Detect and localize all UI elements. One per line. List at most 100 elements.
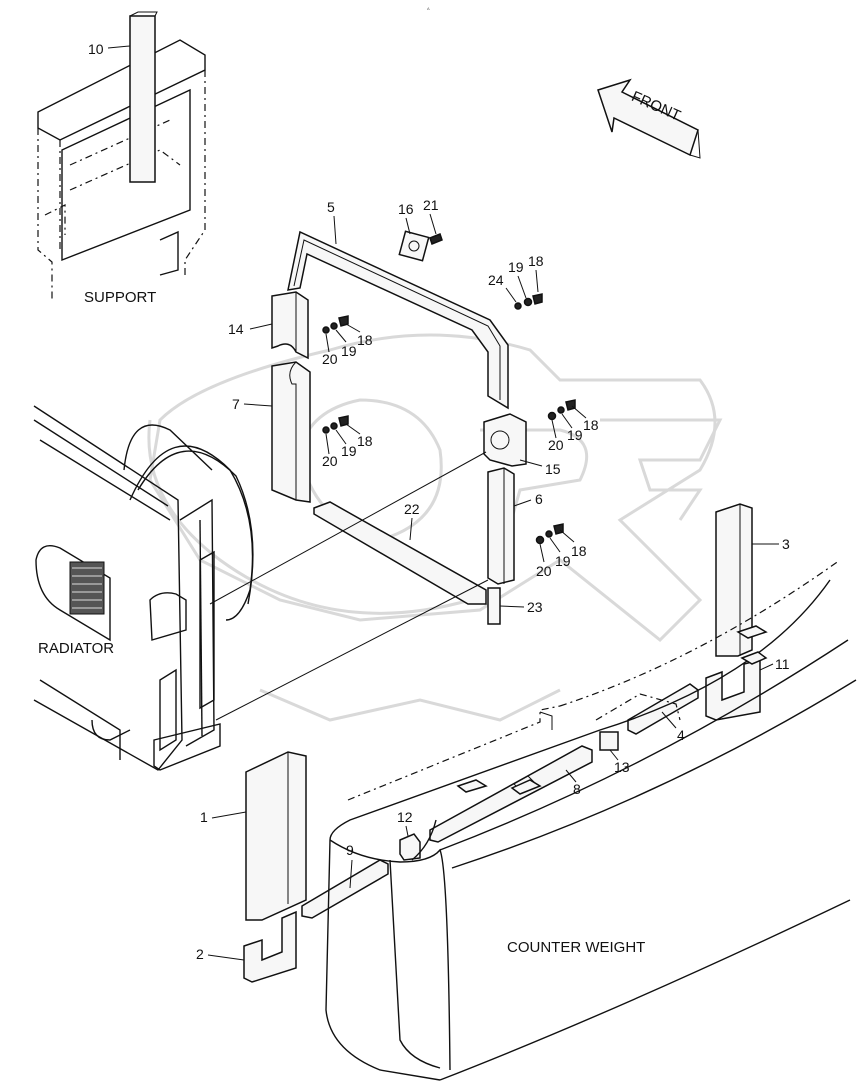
leader-4 bbox=[661, 711, 677, 729]
part-number-21: 21 bbox=[423, 197, 439, 213]
part-13-block bbox=[599, 731, 619, 751]
leader-12 bbox=[405, 825, 409, 837]
leader-18-a bbox=[535, 269, 539, 293]
part-9-strip bbox=[301, 859, 389, 919]
part-number-7: 7 bbox=[232, 396, 240, 412]
part-number-5: 5 bbox=[327, 199, 335, 215]
part-number-19-b: 19 bbox=[341, 343, 357, 359]
part-19-washer-e bbox=[545, 530, 553, 538]
part-18-bolt-b bbox=[338, 415, 349, 427]
part-19-washer-d bbox=[557, 406, 565, 414]
support-assembly bbox=[37, 11, 206, 300]
part-10-bar bbox=[129, 15, 156, 183]
part-4-strip bbox=[595, 683, 699, 735]
leader-19-e bbox=[549, 537, 561, 553]
support-label: SUPPORT bbox=[84, 289, 156, 306]
leader-24 bbox=[505, 287, 517, 303]
part-20-washer-a bbox=[322, 326, 330, 334]
part-number-9: 9 bbox=[346, 842, 354, 858]
part-number-13: 13 bbox=[614, 759, 630, 775]
part-number-19-d: 19 bbox=[567, 427, 583, 443]
front-arrow-icon bbox=[597, 78, 701, 159]
leader-18-e bbox=[559, 529, 575, 543]
part-6-bar bbox=[487, 467, 515, 585]
part-number-20-b: 20 bbox=[322, 453, 338, 469]
leader-7 bbox=[243, 403, 273, 407]
part-18-bolt-d bbox=[553, 523, 564, 535]
leader-20-b bbox=[325, 433, 330, 455]
leader-19-a bbox=[517, 275, 527, 299]
radiator-label: RADIATOR bbox=[38, 640, 114, 657]
part-number-18-a: 18 bbox=[528, 253, 544, 269]
leader-23 bbox=[499, 605, 525, 608]
part-number-20-a: 20 bbox=[322, 351, 338, 367]
leader-21 bbox=[429, 213, 437, 235]
leader-13 bbox=[609, 749, 619, 761]
part-16-plate bbox=[398, 230, 430, 262]
leader-11 bbox=[759, 663, 774, 671]
leader-18-c bbox=[345, 423, 361, 435]
connector-line-upper bbox=[209, 451, 487, 605]
part-number-18-c: 18 bbox=[357, 433, 373, 449]
leader-19-b bbox=[335, 329, 347, 343]
radiator-grille bbox=[69, 561, 105, 615]
part-number-19-c: 19 bbox=[341, 443, 357, 459]
part-number-18-b: 18 bbox=[357, 332, 373, 348]
leader-20-c bbox=[551, 419, 557, 439]
part-21-bolt bbox=[429, 233, 443, 245]
leader-18-b bbox=[345, 323, 361, 333]
leader-20-d bbox=[539, 543, 545, 563]
part-20-washer-c bbox=[547, 411, 557, 421]
part-5-frame bbox=[287, 230, 509, 410]
part-number-24: 24 bbox=[488, 272, 504, 288]
part-number-18-d: 18 bbox=[583, 417, 599, 433]
part-22-strip bbox=[313, 501, 487, 605]
part-12-block bbox=[399, 833, 421, 861]
part-20-washer-b bbox=[322, 426, 330, 434]
part-8-bar bbox=[429, 745, 593, 843]
part-number-4: 4 bbox=[677, 727, 685, 743]
part-18-bolt bbox=[532, 293, 543, 305]
leader-2 bbox=[207, 954, 245, 961]
leader-6 bbox=[513, 499, 532, 507]
leader-16 bbox=[405, 217, 411, 235]
part-18-bolt-a bbox=[338, 315, 349, 327]
part-19-washer bbox=[523, 297, 533, 307]
part-7-bracket bbox=[271, 361, 311, 503]
leader-8 bbox=[565, 769, 577, 783]
part-14-bracket bbox=[271, 291, 309, 360]
connector-line-lower bbox=[215, 579, 489, 721]
part-number-12: 12 bbox=[397, 809, 413, 825]
leader-19-d bbox=[561, 413, 573, 429]
part-number-20-d: 20 bbox=[536, 563, 552, 579]
leader-10 bbox=[107, 45, 131, 49]
leader-18-d bbox=[571, 405, 587, 419]
part-23-block bbox=[487, 587, 501, 625]
part-number-18-e: 18 bbox=[571, 543, 587, 559]
leader-15 bbox=[519, 459, 543, 467]
part-number-23: 23 bbox=[527, 599, 543, 615]
part-number-3: 3 bbox=[782, 536, 790, 552]
part-number-10: 10 bbox=[88, 41, 104, 57]
part-20-washer-d bbox=[535, 535, 545, 545]
part-number-19-e: 19 bbox=[555, 553, 571, 569]
watermark-logo bbox=[147, 333, 723, 722]
leader-20-a bbox=[325, 333, 330, 353]
part-15-bracket bbox=[483, 413, 527, 467]
radiator-assembly bbox=[33, 405, 254, 771]
part-number-6: 6 bbox=[535, 491, 543, 507]
leader-19-c bbox=[335, 429, 347, 445]
counter-weight-body bbox=[325, 559, 857, 1081]
leader-9 bbox=[349, 859, 353, 889]
part-number-1: 1 bbox=[200, 809, 208, 825]
header-code: A bbox=[427, 6, 430, 11]
part-number-15: 15 bbox=[545, 461, 561, 477]
part-19-washer-c bbox=[330, 422, 338, 430]
part-number-8: 8 bbox=[573, 781, 581, 797]
part-19-washer-a bbox=[330, 322, 338, 330]
part-number-19-a: 19 bbox=[508, 259, 524, 275]
part-number-20-c: 20 bbox=[548, 437, 564, 453]
part-number-11: 11 bbox=[775, 656, 790, 672]
part-number-2: 2 bbox=[196, 946, 204, 962]
